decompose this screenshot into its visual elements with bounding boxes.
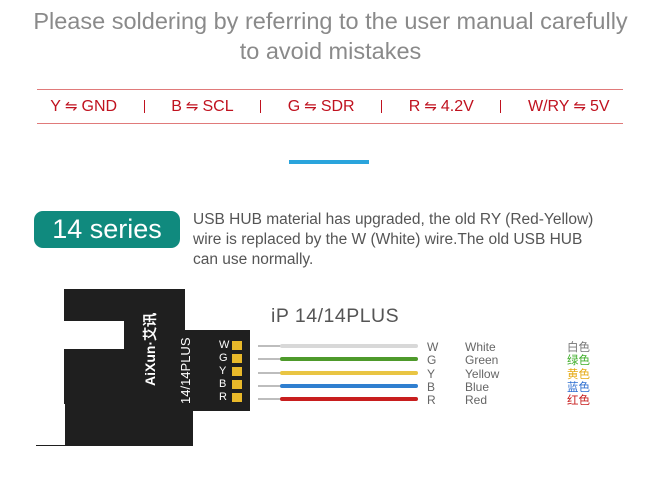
pin-mapping-bar: Y⇋GND B⇋SCL G⇋SDR R⇋4.2V W/RY⇋5V [37, 89, 623, 124]
instruction-headline: Please soldering by referring to the use… [0, 6, 661, 66]
swap-arrow-icon: ⇋ [64, 98, 78, 115]
wire-name-cn: 红色 [567, 393, 590, 407]
note-line-2: wire is replaced by the W (White) wire.T… [193, 231, 583, 248]
headline-line-1: Please soldering by referring to the use… [33, 8, 628, 34]
separator [260, 100, 262, 113]
wire-name-cn: 黄色 [567, 367, 590, 381]
accent-divider [289, 160, 369, 164]
pin-label: B [219, 378, 227, 390]
wire-code: Y [427, 367, 436, 381]
separator [500, 100, 502, 113]
wire-name: Green [465, 353, 499, 367]
headline-line-2: to avoid mistakes [239, 38, 422, 64]
note-line-3: can use normally. [193, 251, 314, 268]
series-badge: 14 series [34, 211, 180, 248]
separator [381, 100, 383, 113]
wire-code: R [427, 393, 436, 407]
pin-label: R [219, 391, 227, 403]
mapping-item: B⇋SCL [171, 98, 234, 115]
wire-name-cn: 绿色 [567, 353, 590, 367]
separator [143, 100, 145, 113]
pin-label: G [219, 352, 228, 364]
swap-arrow-icon: ⇋ [424, 98, 437, 115]
mapping-item: Y⇋GND [50, 98, 118, 115]
upgrade-note: USB HUB material has upgraded, the old R… [193, 210, 633, 270]
mapping-item: W/RY⇋5V [527, 98, 610, 115]
mapping-item: G⇋SDR [287, 98, 355, 115]
wire-name: White [465, 340, 496, 354]
mapping-item: R⇋4.2V [408, 98, 474, 115]
wire-name-cn: 白色 [567, 340, 590, 354]
pin-label: W [219, 339, 230, 351]
swap-arrow-icon: ⇋ [304, 98, 317, 115]
pin-label: Y [219, 365, 227, 377]
wire-name-cn: 蓝色 [567, 380, 590, 394]
wire-code: B [427, 380, 436, 394]
note-line-1: USB HUB material has upgraded, the old R… [193, 211, 594, 228]
wire-code: W [427, 340, 439, 354]
wire-code: G [427, 353, 437, 367]
wire-name: Red [465, 393, 488, 407]
swap-arrow-icon: ⇋ [185, 98, 199, 115]
wire-name: Blue [465, 380, 490, 394]
wire-name: Yellow [465, 367, 500, 381]
model-label: iP 14/14PLUS [271, 305, 400, 327]
swap-arrow-icon: ⇋ [573, 98, 587, 115]
